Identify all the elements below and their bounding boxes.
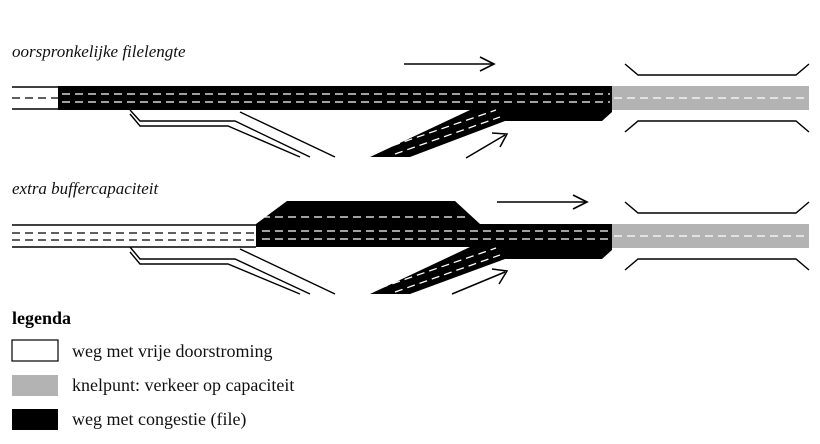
diagram-caption-original: oorspronkelijke filelengte [12, 42, 186, 61]
diagram-extra-buffer: extra buffercapaciteit [12, 179, 810, 295]
exit-ramp-buffer [129, 246, 336, 295]
legend-swatch-bottleneck [12, 375, 58, 396]
road-bottleneck-segment-buffer [612, 224, 809, 248]
diagram-caption-buffer: extra buffercapaciteit [12, 179, 159, 198]
direction-arrow-buffer [497, 194, 589, 210]
lane-markings-buffer [262, 216, 610, 293]
road-free-flow-segment-buffer [12, 224, 256, 248]
on-ramp-arrow-1 [465, 132, 509, 159]
legend-label-free-flow: weg met vrije doorstroming [72, 341, 272, 361]
legend-label-congestion: weg met congestie (file) [72, 409, 246, 430]
road-congestion-buffer [256, 201, 612, 294]
lane-markings-congestion [62, 93, 610, 155]
on-ramp-arrow-2 [451, 268, 509, 295]
legend-label-bottleneck: knelpunt: verkeer op capaciteit [72, 375, 294, 395]
diagram-original-queue: oorspronkelijke filelengte [12, 42, 810, 159]
road-edges-right [624, 63, 810, 133]
road-edges-right-buffer [624, 201, 810, 271]
legend-swatch-congestion [12, 409, 58, 430]
legend-title: legenda [12, 308, 71, 328]
legend: legenda weg met vrije doorstroming knelp… [11, 308, 294, 430]
road-free-flow-segment [12, 86, 60, 110]
exit-ramp [129, 109, 336, 158]
road-bottleneck-segment [612, 86, 809, 110]
road-congestion-main [58, 86, 612, 157]
direction-arrow-main [404, 56, 496, 72]
legend-swatch-free-flow [11, 339, 59, 362]
